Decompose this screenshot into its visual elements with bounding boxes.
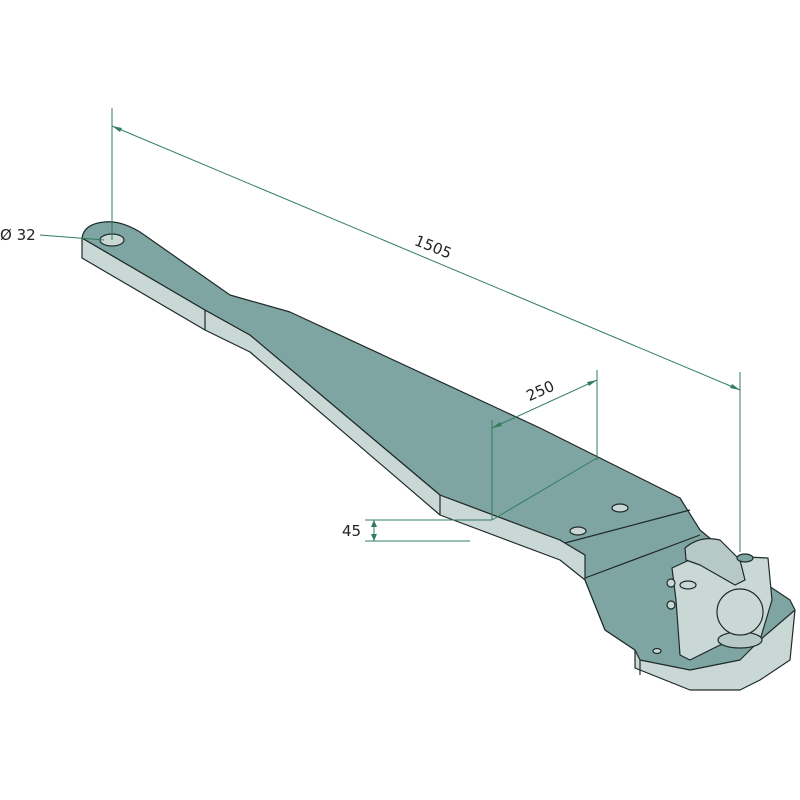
- bend-line: [564, 509, 691, 544]
- extension-line: [491, 457, 598, 521]
- coupling-lever: [684, 538, 746, 586]
- arrowhead: [371, 534, 377, 541]
- dimension-line-250: [491, 379, 598, 429]
- mount-hole: [611, 503, 629, 513]
- bolt: [666, 578, 676, 588]
- arrowhead: [112, 126, 122, 132]
- tow-ball: [716, 588, 764, 636]
- bar-top-face: [81, 221, 796, 671]
- housing-hole: [736, 553, 754, 563]
- arrowhead: [730, 384, 740, 390]
- arrowhead: [492, 422, 502, 428]
- bolt: [666, 600, 676, 610]
- mount-hole: [569, 526, 587, 536]
- bend-line: [584, 534, 701, 579]
- arrowhead: [371, 520, 377, 527]
- small-hole: [652, 647, 662, 655]
- thickness-label: 45: [342, 522, 362, 540]
- housing-hole: [679, 580, 697, 590]
- dimension-line-1505: [111, 125, 741, 391]
- arrowhead: [587, 380, 597, 386]
- diameter-label: Ø 32: [0, 226, 36, 244]
- leader-line-diameter: [39, 234, 105, 241]
